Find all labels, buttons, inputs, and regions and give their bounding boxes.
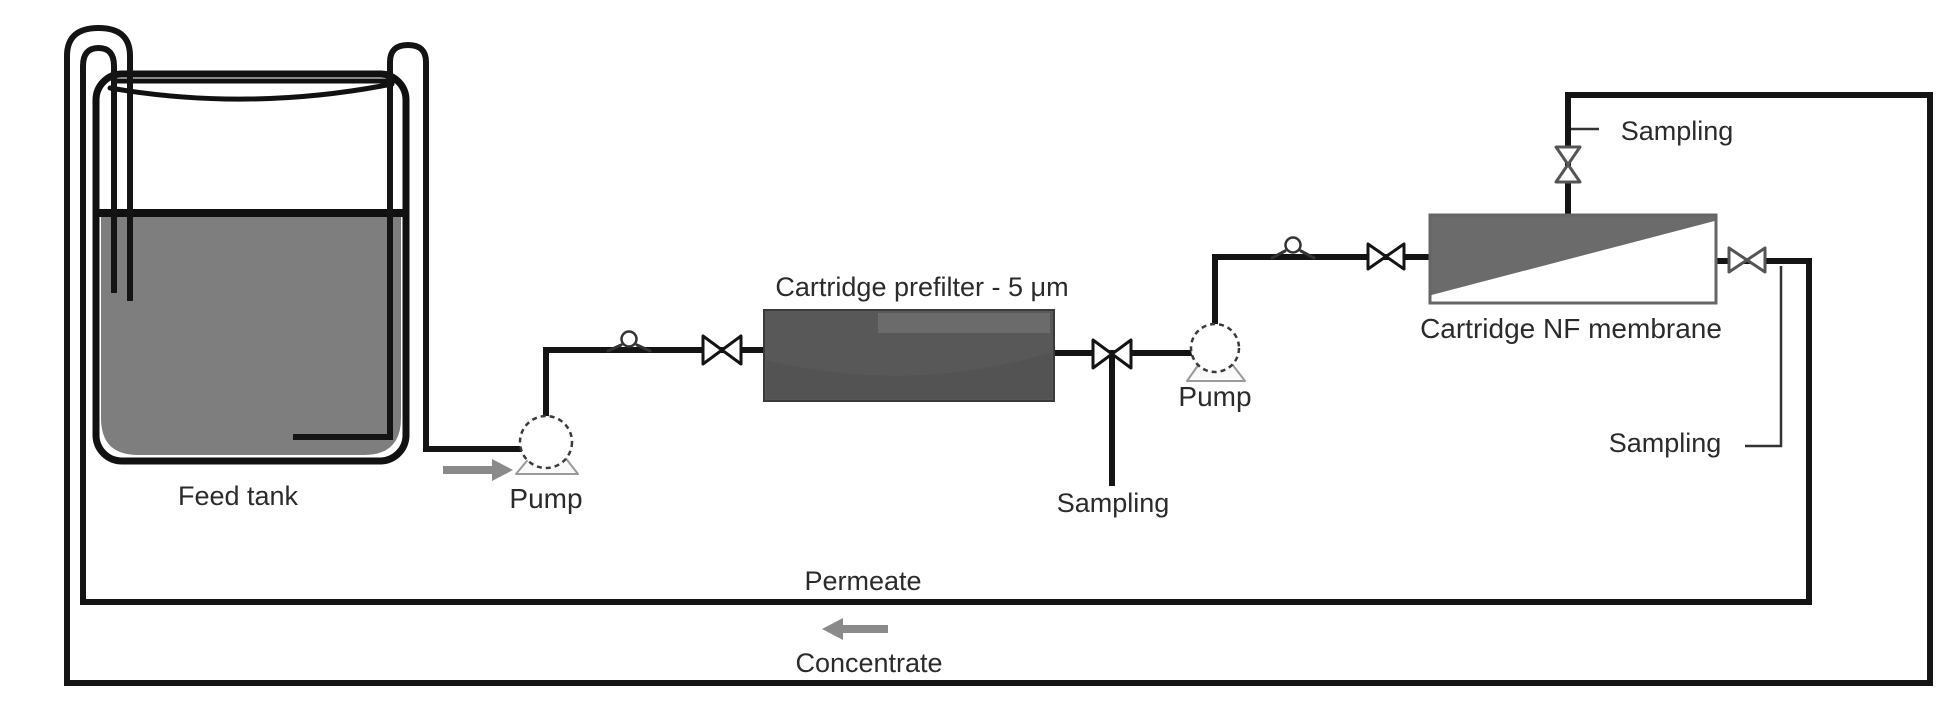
tank-rim-sag [107,81,395,102]
sampling-permeate-pointer [1745,266,1783,448]
valve-prefilter-outlet [1091,338,1133,370]
membrane-gray-wedge [1431,216,1715,295]
pump1-label: Pump [509,483,582,514]
valve-pump1-discharge [701,334,743,366]
tank-liquid [101,213,401,455]
pump2-circle [1189,322,1241,374]
pipe-permeate-loop [80,44,1812,605]
sampling-top-label: Sampling [1621,116,1734,146]
feed-tank [92,70,410,465]
prefilter-shade [766,352,1052,399]
pipe-concentrate-loop [64,24,1933,686]
prefilter-border [763,309,1055,402]
pump1-circle [518,414,574,470]
tank-outline [92,70,410,465]
nf-membrane [1428,213,1718,305]
pressure-gauge-1 [606,330,652,353]
flow-arrow-right-icon [443,459,513,481]
pump2-label: Pump [1178,381,1251,412]
sampling-permeate-label: Sampling [1609,428,1722,458]
pipe-pump1-suction [293,41,549,452]
prefilter-highlight [878,313,1050,333]
valve-sampling-top [1554,145,1582,184]
pump-1 [515,414,579,475]
pump-2 [1186,322,1246,382]
prefilter-label: Cartridge prefilter - 5 μm [775,272,1068,302]
valve-membrane-outlet [1727,246,1767,274]
pressure-gauge-2 [1270,236,1316,260]
sampling-prefilter-label: Sampling [1057,488,1170,518]
valve-membrane-inlet [1366,242,1406,271]
flow-arrow-left-icon [822,618,888,640]
pipe-pump2-discharge [1212,254,1435,363]
permeate-label: Permeate [804,566,921,596]
nf-membrane-label: Cartridge NF membrane [1420,313,1722,344]
concentrate-label: Concentrate [795,648,942,678]
pipe-pump1-discharge [543,347,769,468]
cartridge-prefilter [763,309,1055,402]
feed-tank-label: Feed tank [178,481,299,511]
